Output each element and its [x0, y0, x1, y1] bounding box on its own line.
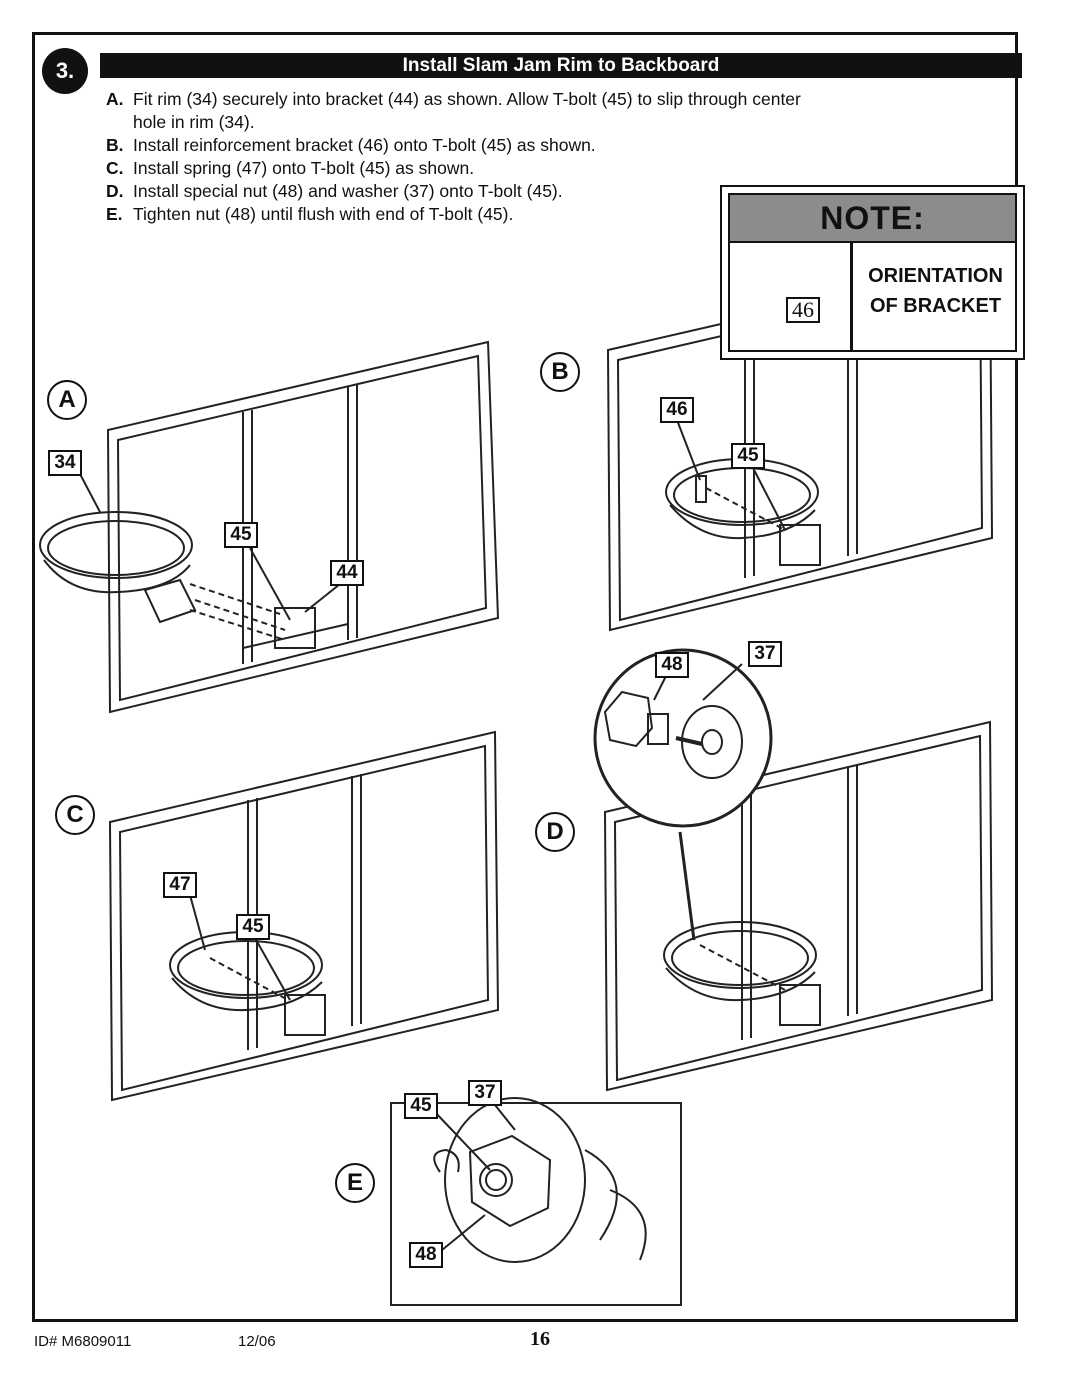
figure-label-d: D — [535, 812, 575, 852]
instruction-letter: D. — [106, 181, 124, 201]
note-box: NOTE: ORIENTATION OF BRACKET — [720, 185, 1025, 360]
instruction-letter: A. — [106, 89, 124, 109]
part-callout-d-1: 48 — [655, 652, 689, 678]
figure-label-c: C — [55, 795, 95, 835]
instruction-item: A. Fit rim (34) securely into bracket (4… — [106, 88, 906, 111]
note-part-label: 46 — [786, 297, 820, 323]
page-frame — [32, 32, 1018, 1322]
note-line-2: OF BRACKET — [869, 295, 1002, 317]
part-callout-d-2: 37 — [748, 641, 782, 667]
nut-washer-detail — [593, 648, 773, 828]
part-callout-e-3: 48 — [409, 1242, 443, 1268]
note-divider — [850, 243, 853, 350]
note-heading: NOTE: — [728, 193, 1017, 243]
instruction-letter: C. — [106, 158, 124, 178]
instruction-item: hole in rim (34). — [106, 111, 906, 134]
part-callout-a-1: 34 — [48, 450, 82, 476]
instruction-text: hole in rim (34). — [133, 112, 255, 132]
note-body: ORIENTATION OF BRACKET — [728, 243, 1017, 352]
part-callout-e-2: 37 — [468, 1080, 502, 1106]
document-id: ID# M6809011 — [34, 1333, 132, 1350]
instruction-letter: B. — [106, 135, 124, 155]
backboard-drawing-d — [603, 720, 994, 1092]
instruction-item: D. Install special nut (48) and washer (… — [106, 180, 906, 203]
step-number-badge: 3. — [42, 48, 88, 94]
part-callout-c-1: 47 — [163, 872, 197, 898]
instruction-text: Tighten nut (48) until flush with end of… — [133, 204, 514, 224]
figure-label-b: B — [540, 352, 580, 392]
page-number: 16 — [530, 1328, 550, 1350]
instruction-letter: E. — [106, 204, 123, 224]
part-callout-b-2: 45 — [731, 443, 765, 469]
instruction-text: Install spring (47) onto T-bolt (45) as … — [133, 158, 475, 178]
rim-drawing-a — [39, 473, 341, 649]
figure-label-e: E — [335, 1163, 375, 1203]
backboard-drawing-a — [106, 340, 500, 714]
instruction-item: E. Tighten nut (48) until flush with end… — [106, 203, 906, 226]
instruction-text: Install reinforcement bracket (46) onto … — [133, 135, 596, 155]
part-callout-a-2: 45 — [224, 522, 258, 548]
tighten-nut-detail — [390, 1097, 682, 1306]
instruction-text: Fit rim (34) securely into bracket (44) … — [133, 89, 801, 109]
part-callout-e-1: 45 — [404, 1093, 438, 1119]
backboard-drawing-c — [108, 730, 500, 1102]
note-line-1: ORIENTATION — [868, 265, 1003, 287]
instruction-item: C. Install spring (47) onto T-bolt (45) … — [106, 157, 906, 180]
figure-label-a: A — [47, 380, 87, 420]
instruction-text: Install special nut (48) and washer (37)… — [133, 181, 563, 201]
part-callout-a-3: 44 — [330, 560, 364, 586]
instruction-item: B. Install reinforcement bracket (46) on… — [106, 134, 906, 157]
instructions-list: A. Fit rim (34) securely into bracket (4… — [106, 88, 906, 226]
part-callout-b-1: 46 — [660, 397, 694, 423]
step-title: Install Slam Jam Rim to Backboard — [100, 53, 1022, 78]
document-date: 12/06 — [238, 1333, 276, 1350]
note-caption: ORIENTATION OF BRACKET — [856, 261, 1015, 321]
part-callout-c-2: 45 — [236, 914, 270, 940]
